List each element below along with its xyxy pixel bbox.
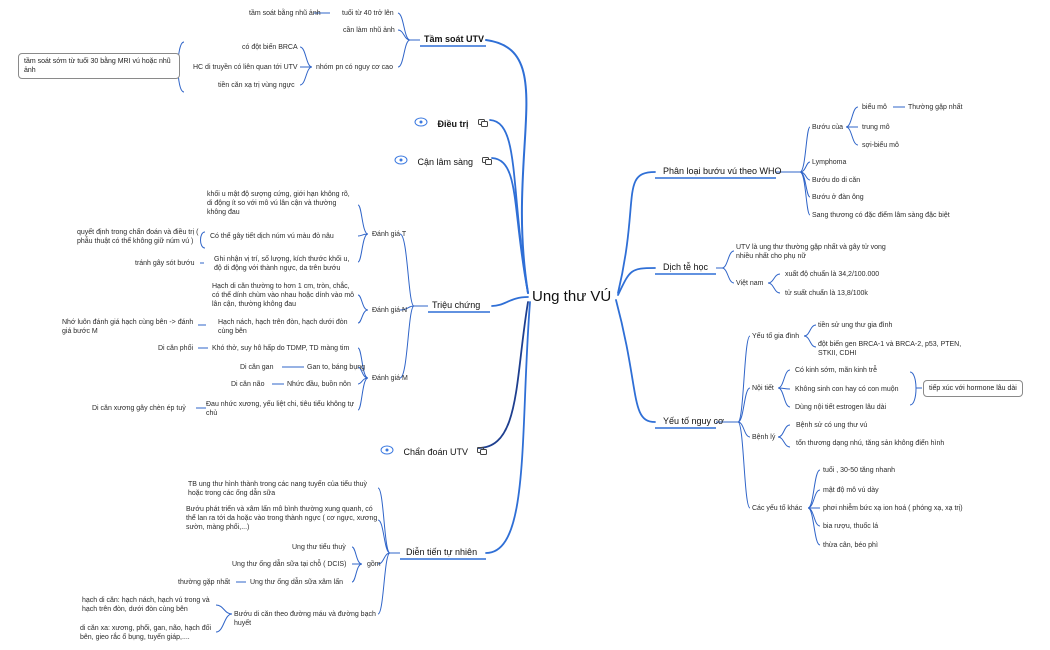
node-yeu-to-khac[interactable]: Các yếu tố khác (752, 505, 803, 512)
node-tranh-sot-buou[interactable]: tránh gây sót bướu (135, 260, 195, 267)
topic-who-classification[interactable]: Phân loại bướu vú theo WHO (663, 166, 782, 176)
node-noi-tiet[interactable]: Nội tiết (752, 385, 774, 392)
node-benh-su[interactable]: Bệnh sử có ung thư vú (796, 422, 868, 429)
node-kinh-som[interactable]: Có kinh sớm, mãn kinh trễ (795, 367, 878, 374)
node-tiet-dich[interactable]: Có thể gây tiết dịch núm vú màu đỏ nâu (210, 233, 334, 240)
node-nho-danh-gia[interactable]: Nhớ luôn đánh giá hạch cùng bên -> đánh … (62, 319, 194, 335)
topic-chan-doan: Chẩn đoán UTV (403, 447, 468, 458)
node-gan-to[interactable]: Gan to, báng bụng (307, 364, 365, 371)
node-mat-do-mo-vu[interactable]: mật độ mô vú dày (823, 487, 879, 494)
link-dien-tien (485, 301, 531, 554)
node-di-can-phoi[interactable]: Di căn phổi (158, 345, 194, 352)
node-ong-dan-xam-lan[interactable]: Ung thư ống dẫn sữa xâm lấn (250, 579, 344, 586)
node-utv-thuong-gap[interactable]: UTV là ung thư thường gặp nhất và gây tử… (736, 244, 886, 260)
node-tb-ung-thu[interactable]: TB ung thư hình thành trong các nang tuy… (188, 481, 368, 497)
node-xuat-do[interactable]: xuất độ chuẩn là 34,2/100.000 (785, 271, 880, 278)
node-tieu-thuy[interactable]: Ung thư tiểu thuỳ (292, 544, 346, 551)
collapsed-topic-icon (394, 152, 408, 170)
node-di-can-xuong[interactable]: Di căn xương gây chèn ép tuỷ (92, 405, 186, 412)
node-thuong-gap-nhat[interactable]: Thường gặp nhất (908, 104, 963, 111)
node-tuoi-40[interactable]: tuổi từ 40 trở lên (342, 10, 394, 17)
link-can-lam-sang (491, 157, 529, 294)
node-hach-di-can[interactable]: Hạch di căn thường to hơn 1 cm, tròn, ch… (212, 283, 355, 308)
node-danh-gia-m[interactable]: Đánh giá M (372, 375, 408, 382)
node-buou-di-can[interactable]: Bướu do di căn (812, 177, 861, 184)
node-dcis[interactable]: Ung thư ống dẫn sữa tại chỗ ( DCIS) (232, 561, 347, 568)
node-phoi-nhiem[interactable]: phơi nhiễm bức xạ ion hoá ( phóng xạ, xạ… (823, 505, 963, 512)
node-dot-bien-gen[interactable]: đột biến gen BRCA-1 và BRCA-2, p53, PTEN… (818, 341, 962, 357)
collapsed-topic-icon (380, 442, 394, 460)
node-tam-soat-nhu-anh[interactable]: tầm soát bằng nhũ ảnh (249, 10, 321, 17)
topic-dich-te-hoc[interactable]: Dịch tễ học (663, 262, 709, 272)
node-di-can-gan[interactable]: Di căn gan (240, 364, 274, 371)
node-danh-gia-t[interactable]: Đánh giá T (372, 231, 407, 238)
node-buou-phat-trien[interactable]: Bướu phát triển và xâm lấn mô bình thườn… (186, 506, 378, 531)
node-danh-gia-n[interactable]: Đánh giá N (372, 307, 408, 314)
node-tu-suat[interactable]: tử suất chuẩn là 13,8/100k (785, 290, 868, 297)
link-icon (477, 114, 488, 132)
topic-can-lam-sang: Cận lâm sàng (417, 157, 473, 168)
node-hach-di-can-list[interactable]: hạch di căn: hạch nách, hạch vú trong và… (82, 597, 210, 613)
node-gom[interactable]: gồm (367, 561, 381, 568)
node-tien-su-gia-dinh[interactable]: tiền sử ung thư gia đình (818, 322, 893, 329)
node-quyet-dinh[interactable]: quyết định trong chẩn đoán và điều trị (… (77, 229, 199, 245)
node-buou-dan-ong[interactable]: Bướu ở đàn ông (812, 194, 864, 201)
link-who (617, 171, 656, 294)
node-nguy-co-cao[interactable]: nhóm pn có nguy cơ cao (316, 64, 393, 71)
node-dau-nhuc-xuong[interactable]: Đau nhức xương, yếu liệt chi, tiêu tiểu … (206, 401, 355, 417)
link-nguy-co (615, 299, 656, 423)
collapsed-topic-icon (414, 114, 428, 132)
node-estrogen[interactable]: Dùng nội tiết estrogen lâu dài (795, 404, 887, 411)
topic-can-lam-sang-row[interactable]: Cận lâm sàng (394, 152, 493, 170)
topic-dieu-tri: Điều trị (437, 119, 469, 130)
node-khoi-u[interactable]: khối u mật độ sượng cứng, giới hạn không… (207, 191, 350, 216)
node-ghi-nhan[interactable]: Ghi nhận vị trí, số lượng, kích thước kh… (214, 256, 350, 272)
topic-dien-tien[interactable]: Diễn tiến tự nhiên (406, 547, 478, 557)
node-kho-tho[interactable]: Khó thở, suy hô hấp do TDMP, TD màng tim (212, 345, 350, 352)
node-dot-bien-brca[interactable]: có đột biến BRCA (242, 44, 298, 51)
topic-trieu-chung[interactable]: Triệu chứng (432, 300, 481, 310)
node-thuong-gap-nhat-left[interactable]: thường gặp nhất (178, 579, 231, 586)
node-viet-nam[interactable]: Việt nam (736, 280, 764, 287)
node-can-lam-nhu-anh[interactable]: cần làm nhũ ảnh (343, 27, 395, 34)
node-lymphoma[interactable]: Lymphoma (812, 159, 847, 166)
link-icon (482, 152, 493, 170)
node-nhuc-dau[interactable]: Nhức đầu, buồn nôn (287, 381, 351, 388)
node-hormone-summary[interactable]: tiếp xúc với hormone lâu dài (923, 380, 1023, 397)
node-soi-bieu-mo[interactable]: sợi-biểu mô (862, 142, 899, 149)
link-dich-te (617, 267, 656, 296)
node-hc-di-truyen[interactable]: HC di truyền có liên quan tới UTV (193, 64, 298, 71)
node-thua-can[interactable]: thừa cân, béo phì (823, 542, 878, 549)
link-tam-soat (485, 39, 529, 294)
node-tuoi[interactable]: tuổi , 30-50 tăng nhanh (823, 467, 896, 474)
node-khong-sinh-con[interactable]: Không sinh con hay có con muộn (795, 386, 899, 393)
node-buou-di-can-duong-mau[interactable]: Bướu di căn theo đường máu và đường bạch… (234, 611, 376, 627)
node-mri-summary[interactable]: tầm soát sớm từ tuổi 30 bằng MRI vú hoặc… (18, 53, 180, 79)
node-hach-nach[interactable]: Hạch nách, hạch trên đòn, hạch dưới đòn … (218, 319, 348, 335)
node-di-can-nao[interactable]: Di căn não (231, 381, 265, 388)
node-bieu-mo[interactable]: biểu mô (862, 104, 887, 111)
node-buou-cua[interactable]: Bướu của (812, 124, 844, 131)
central-topic[interactable]: Ung thư VÚ (532, 288, 612, 305)
node-di-can-xa[interactable]: di căn xa: xương, phổi, gan, não, hạch đ… (80, 625, 212, 641)
node-benh-ly[interactable]: Bệnh lý (752, 434, 776, 441)
node-trung-mo[interactable]: trung mô (862, 124, 890, 131)
node-xa-tri[interactable]: tiền căn xạ trị vùng ngực (218, 82, 295, 89)
node-bia-ruou[interactable]: bia rượu, thuốc lá (823, 523, 879, 530)
node-sang-thuong[interactable]: Sang thương có đặc điểm lâm sàng đặc biệ… (812, 212, 950, 219)
link-trieu-chung (491, 296, 529, 307)
link-icon (477, 442, 488, 460)
link-chan-doan (477, 301, 529, 449)
topic-chan-doan-row[interactable]: Chẩn đoán UTV (380, 442, 488, 460)
node-ton-thuong[interactable]: tổn thương dạng nhú, tăng sản không điển… (796, 440, 945, 447)
node-gia-dinh[interactable]: Yếu tố gia đình (752, 333, 800, 340)
topic-tam-soat[interactable]: Tầm soát UTV (424, 34, 485, 44)
topic-yeu-to-nguy-co[interactable]: Yếu tố nguy cơ (663, 416, 724, 426)
topic-dieu-tri-row[interactable]: Điều trị (414, 114, 488, 132)
